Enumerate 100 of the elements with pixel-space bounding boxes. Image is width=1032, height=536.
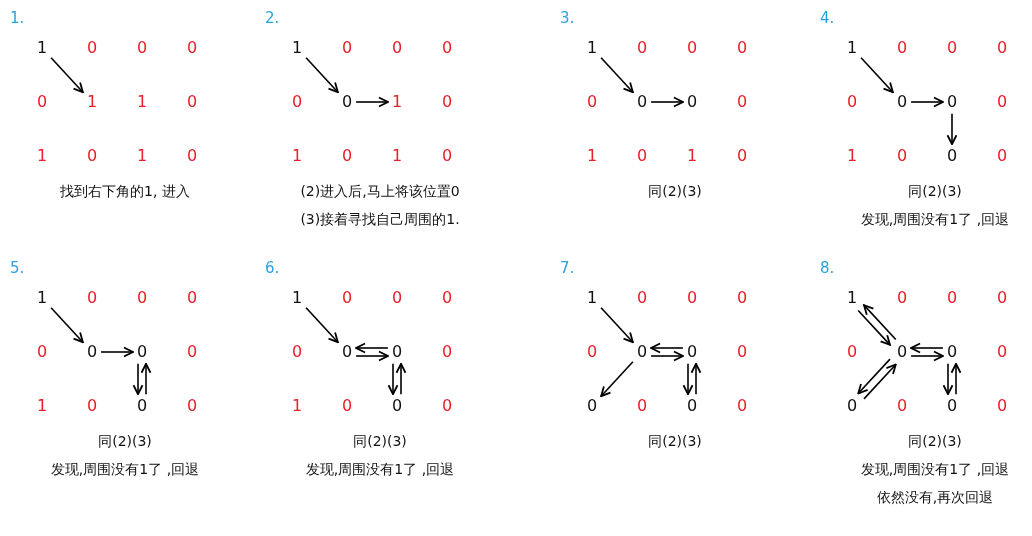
step-number: 1. — [10, 10, 25, 27]
grid-digit: 0 — [135, 39, 149, 57]
arrow — [140, 362, 152, 395]
grid-digit: 0 — [685, 93, 699, 111]
arrow — [650, 96, 684, 108]
arrow — [305, 57, 339, 94]
arrow — [50, 57, 84, 94]
grid-digit: 0 — [895, 147, 909, 165]
arrow — [355, 342, 389, 354]
grid-digit: 0 — [585, 397, 599, 415]
grid-digit: 0 — [135, 397, 149, 415]
grid-digit: 1 — [685, 147, 699, 165]
step-number: 5. — [10, 260, 25, 277]
grid-digit: 0 — [440, 39, 454, 57]
arrow — [650, 350, 684, 362]
arrow — [857, 358, 891, 395]
caption-text: 同(2)(3) — [908, 184, 962, 200]
grid-digit: 0 — [895, 39, 909, 57]
grid-digit: 0 — [895, 343, 909, 361]
caption-text: 同(2)(3) — [353, 434, 407, 450]
caption-text: 找到右下角的1, 进入 — [60, 184, 190, 200]
grid-digit: 0 — [995, 289, 1009, 307]
arrow — [600, 361, 634, 398]
arrow — [600, 307, 634, 344]
grid-digit: 0 — [735, 147, 749, 165]
grid-digit: 1 — [585, 39, 599, 57]
grid-digit: 0 — [685, 343, 699, 361]
grid-digit: 0 — [340, 147, 354, 165]
grid-digit: 0 — [135, 343, 149, 361]
grid-digit: 1 — [135, 147, 149, 165]
caption-text: 同(2)(3) — [648, 434, 702, 450]
grid-digit: 1 — [290, 39, 304, 57]
grid-digit: 0 — [85, 397, 99, 415]
arrow — [857, 309, 891, 346]
arrow — [395, 362, 407, 395]
grid-digit: 1 — [585, 289, 599, 307]
arrow — [100, 346, 134, 358]
grid-digit: 0 — [390, 397, 404, 415]
caption-text: (2)进入后,马上将该位置0 — [300, 184, 460, 200]
grid-digit: 0 — [995, 397, 1009, 415]
grid-digit: 0 — [185, 289, 199, 307]
grid-digit: 0 — [340, 39, 354, 57]
grid-digit: 0 — [340, 343, 354, 361]
grid-digit: 0 — [895, 93, 909, 111]
step-number: 7. — [560, 260, 575, 277]
grid-digit: 0 — [685, 289, 699, 307]
grid-digit: 1 — [35, 289, 49, 307]
arrow — [910, 342, 944, 354]
grid-digit: 0 — [845, 93, 859, 111]
grid-digit: 0 — [945, 147, 959, 165]
grid-digit: 0 — [845, 397, 859, 415]
grid-digit: 0 — [340, 397, 354, 415]
arrow — [50, 307, 84, 344]
grid-digit: 0 — [290, 93, 304, 111]
grid-digit: 0 — [995, 39, 1009, 57]
grid-digit: 0 — [585, 93, 599, 111]
grid-digit: 0 — [945, 343, 959, 361]
arrow — [690, 362, 702, 395]
caption-text: 同(2)(3) — [98, 434, 152, 450]
grid-digit: 1 — [845, 289, 859, 307]
grid-digit: 0 — [845, 343, 859, 361]
grid-digit: 0 — [635, 289, 649, 307]
arrow — [942, 363, 954, 396]
arrow — [860, 57, 894, 94]
grid-digit: 0 — [685, 397, 699, 415]
step-number: 8. — [820, 260, 835, 277]
step-number: 2. — [265, 10, 280, 27]
grid-digit: 0 — [340, 93, 354, 111]
grid-digit: 1 — [85, 93, 99, 111]
grid-digit: 0 — [895, 397, 909, 415]
grid-digit: 0 — [995, 343, 1009, 361]
caption-text: 依然没有,再次回退 — [876, 490, 994, 506]
grid-digit: 0 — [945, 397, 959, 415]
caption-text: 同(2)(3) — [648, 184, 702, 200]
grid-digit: 1 — [845, 39, 859, 57]
arrow — [387, 363, 399, 396]
grid-digit: 0 — [635, 343, 649, 361]
grid-digit: 0 — [390, 289, 404, 307]
grid-digit: 0 — [185, 147, 199, 165]
grid-digit: 0 — [135, 289, 149, 307]
grid-digit: 0 — [185, 397, 199, 415]
grid-digit: 0 — [340, 289, 354, 307]
grid-digit: 0 — [185, 343, 199, 361]
grid-digit: 0 — [440, 147, 454, 165]
grid-digit: 1 — [35, 147, 49, 165]
grid-digit: 0 — [895, 289, 909, 307]
grid-digit: 0 — [945, 289, 959, 307]
grid-digit: 0 — [35, 343, 49, 361]
step-number: 3. — [560, 10, 575, 27]
grid-digit: 0 — [635, 39, 649, 57]
grid-digit: 0 — [390, 39, 404, 57]
arrow — [305, 307, 339, 344]
grid-digit: 1 — [390, 93, 404, 111]
arrow — [910, 350, 944, 362]
step-number: 6. — [265, 260, 280, 277]
grid-digit: 0 — [635, 397, 649, 415]
grid-digit: 1 — [290, 397, 304, 415]
caption-text: 发现,周围没有1了 ,回退 — [860, 462, 1010, 478]
grid-digit: 0 — [35, 93, 49, 111]
arrow — [355, 96, 389, 108]
